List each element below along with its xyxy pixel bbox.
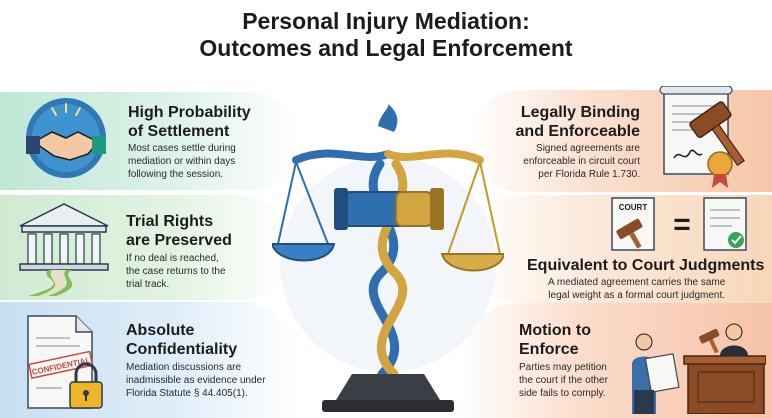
trial-rights-heading-line1: Trial Rights (126, 213, 214, 230)
trial-rights-body: If no deal is reached, the case returns … (126, 252, 226, 291)
motion-heading-line1: Motion to (519, 322, 591, 339)
scales-of-justice-icon (272, 104, 504, 412)
settlement-body: Most cases settle during mediation or wi… (128, 142, 236, 181)
trial-rights-body-line3: trial track. (126, 279, 170, 290)
handshake-icon (26, 98, 106, 178)
settlement-heading: High Probability of Settlement (128, 103, 251, 141)
binding-body-line2: enforceable in circuit court (523, 156, 640, 167)
motion-body: Parties may petition the court if the ot… (519, 361, 608, 400)
settlement-body-line1: Most cases settle during (128, 143, 236, 154)
equals-sign: = (673, 208, 691, 241)
settlement-heading-line1: High Probability (128, 104, 251, 121)
binding-body-line1: Signed agreements are (536, 143, 640, 154)
motion-body-line2: the court if the other (519, 375, 608, 386)
trial-rights-heading: Trial Rights are Preserved (126, 212, 232, 250)
equivalent-body: A mediated agreement carries the same le… (548, 276, 725, 302)
equivalent-body-line2: legal weight as a formal court judgment. (548, 290, 726, 301)
court-doc-label: COURT (619, 203, 648, 212)
trial-rights-body-line2: the case returns to the (126, 266, 226, 277)
confidentiality-heading-line1: Absolute (126, 322, 195, 339)
page-title-line1: Personal Injury Mediation: (242, 8, 530, 34)
motion-heading: Motion to Enforce (519, 321, 591, 359)
binding-heading-line1: Legally Binding (520, 104, 640, 121)
confidentiality-heading-line2: Confidentiality (126, 341, 238, 358)
page-title: Personal Injury Mediation: Outcomes and … (0, 8, 772, 62)
motion-heading-line2: Enforce (519, 341, 579, 358)
courthouse-icon (19, 203, 109, 296)
trial-rights-heading-line2: are Preserved (126, 232, 232, 249)
signed-document-gavel-icon (659, 86, 745, 188)
courtroom-icon (632, 323, 766, 414)
equivalent-heading: Equivalent to Court Judgments (527, 257, 765, 274)
confidentiality-body-line2: inadmissible as evidence under (126, 375, 266, 386)
binding-heading-line2: and Enforceable (515, 123, 640, 140)
equivalent-body-line1: A mediated agreement carries the same (548, 277, 726, 288)
binding-body: Signed agreements are enforceable in cir… (470, 142, 640, 181)
motion-body-line3: side fails to comply. (519, 388, 606, 399)
settlement-body-line2: mediation or within days (128, 156, 236, 167)
confidentiality-body-line1: Mediation discussions are (126, 362, 242, 373)
settlement-heading-line2: of Settlement (128, 123, 230, 140)
court-equals-icon: COURT = (611, 197, 747, 251)
settlement-body-line3: following the session. (128, 169, 224, 180)
page-title-line2: Outcomes and Legal Enforcement (199, 35, 573, 61)
trial-rights-body-line1: If no deal is reached, (126, 253, 219, 264)
binding-heading: Legally Binding and Enforceable (470, 103, 640, 141)
confidentiality-heading: Absolute Confidentiality (126, 321, 237, 359)
confidential-lock-icon: CONFIDENTIAL (27, 315, 103, 409)
motion-body-line1: Parties may petition (519, 362, 607, 373)
confidentiality-body: Mediation discussions are inadmissible a… (126, 361, 266, 400)
confidentiality-body-line3: Florida Statute § 44.405(1). (126, 388, 248, 399)
binding-body-line3: per Florida Rule 1.730. (538, 169, 640, 180)
